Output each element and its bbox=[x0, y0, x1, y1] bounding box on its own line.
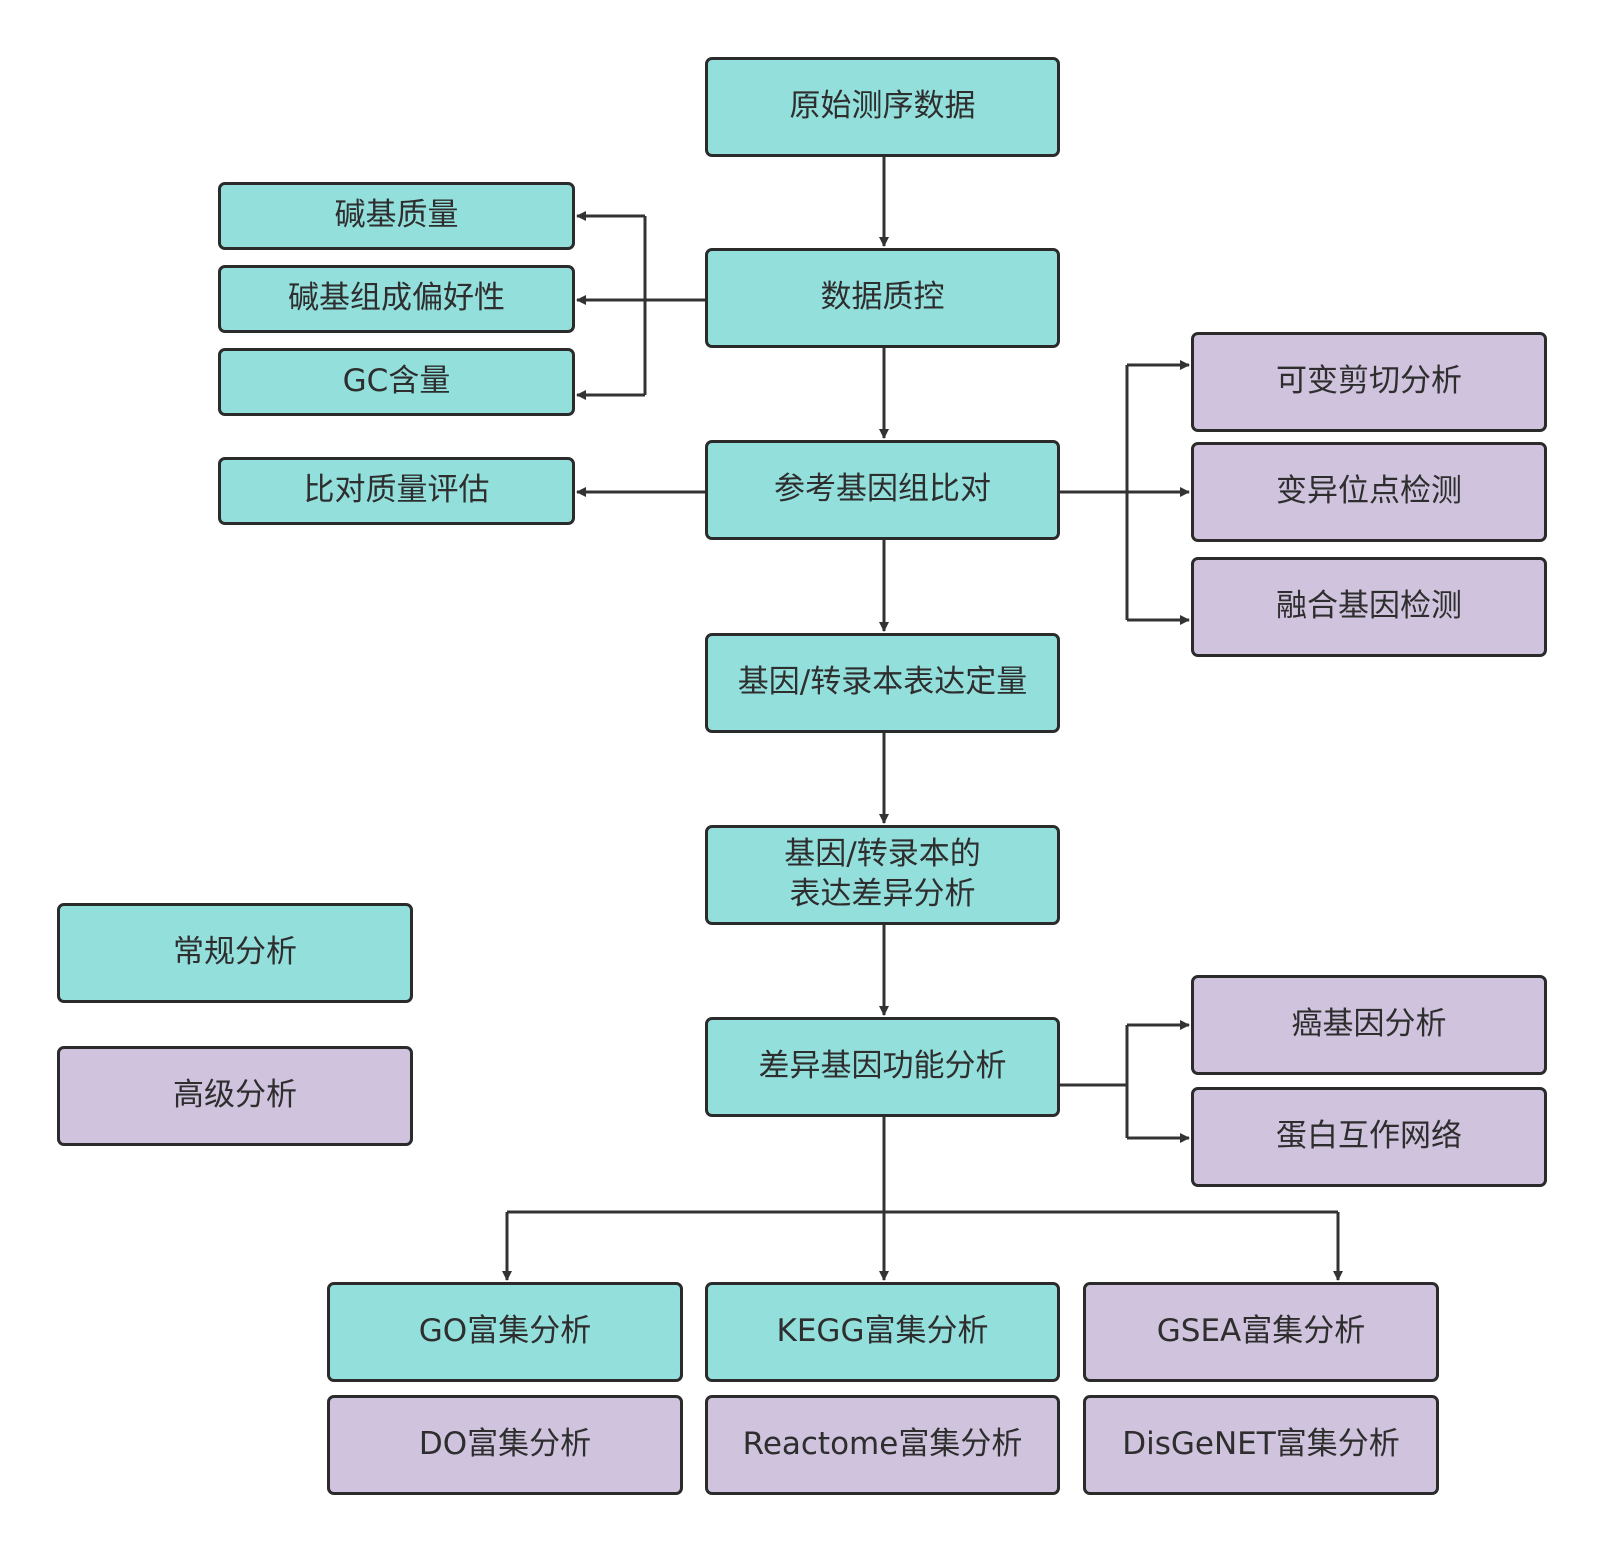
node-expression-quant: 基因/转录本表达定量 bbox=[705, 633, 1060, 733]
node-fusion-gene: 融合基因检测 bbox=[1191, 557, 1547, 657]
node-ppi-network: 蛋白互作网络 bbox=[1191, 1087, 1547, 1187]
node-data-qc: 数据质控 bbox=[705, 248, 1060, 348]
node-gsea-enrichment: GSEA富集分析 bbox=[1083, 1282, 1439, 1382]
node-kegg-enrichment: KEGG富集分析 bbox=[705, 1282, 1060, 1382]
node-diff-expression: 基因/转录本的 表达差异分析 bbox=[705, 825, 1060, 925]
node-alignment-qa: 比对质量评估 bbox=[218, 457, 575, 525]
legend-basic-analysis: 常规分析 bbox=[57, 903, 413, 1003]
node-do-enrichment: DO富集分析 bbox=[327, 1395, 683, 1495]
node-disgenet-enrichment: DisGeNET富集分析 bbox=[1083, 1395, 1439, 1495]
node-reference-alignment: 参考基因组比对 bbox=[705, 440, 1060, 540]
node-go-enrichment: GO富集分析 bbox=[327, 1282, 683, 1382]
node-variant-detection: 变异位点检测 bbox=[1191, 442, 1547, 542]
node-alt-splicing: 可变剪切分析 bbox=[1191, 332, 1547, 432]
node-raw-data: 原始测序数据 bbox=[705, 57, 1060, 157]
node-functional-analysis: 差异基因功能分析 bbox=[705, 1017, 1060, 1117]
legend-advanced-analysis: 高级分析 bbox=[57, 1046, 413, 1146]
node-base-composition-bias: 碱基组成偏好性 bbox=[218, 265, 575, 333]
node-oncogene-analysis: 癌基因分析 bbox=[1191, 975, 1547, 1075]
node-reactome-enrichment: Reactome富集分析 bbox=[705, 1395, 1060, 1495]
node-base-quality: 碱基质量 bbox=[218, 182, 575, 250]
node-gc-content: GC含量 bbox=[218, 348, 575, 416]
